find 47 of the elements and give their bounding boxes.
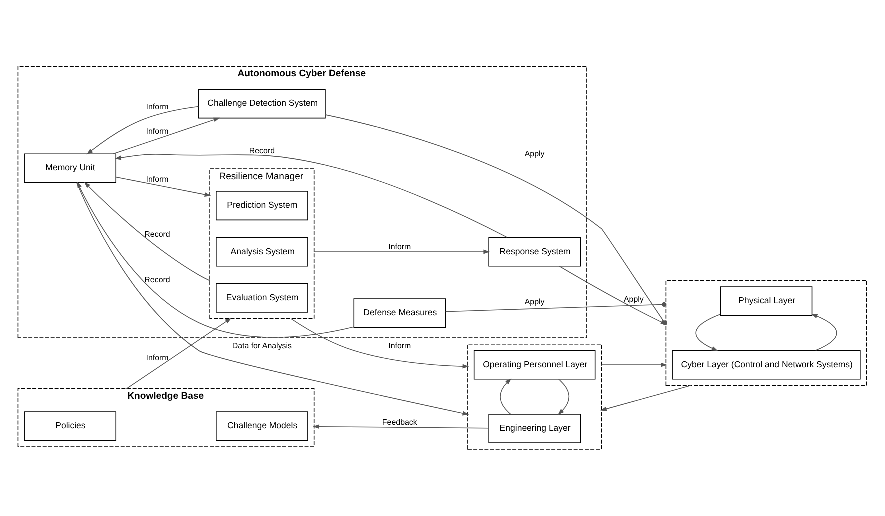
node-box: Analysis System — [216, 237, 308, 267]
arrow — [114, 154, 508, 238]
arrow — [77, 182, 354, 338]
node-box: Prediction System — [216, 191, 308, 221]
arrow — [84, 182, 210, 282]
arrow — [76, 182, 470, 416]
edge-label: Record — [144, 230, 170, 239]
edge-label: Data for Analysis — [232, 341, 292, 350]
node-box: Memory Unit — [24, 154, 117, 184]
arrow — [313, 424, 490, 430]
node-box: Response System — [488, 237, 582, 267]
cluster — [666, 280, 868, 386]
edge-label: Inform — [146, 102, 169, 112]
edge-label: Inform — [146, 127, 169, 136]
arrow — [116, 176, 212, 197]
node-box: Policies — [24, 412, 117, 442]
node-box: Engineering Layer — [488, 414, 582, 444]
arrow — [290, 318, 470, 369]
node-box: Challenge Models — [216, 412, 308, 442]
arrow — [86, 106, 200, 155]
arrow — [500, 378, 512, 415]
arrow — [811, 314, 838, 352]
arrow — [601, 362, 668, 368]
node-box: Operating Personnel Layer — [474, 350, 596, 380]
edge-label: Inform — [388, 242, 412, 252]
node-box: Cyber Layer (Control and Network Systems) — [672, 350, 861, 380]
arrow — [126, 318, 232, 390]
edge-label: Apply — [524, 150, 545, 159]
connector — [445, 302, 667, 312]
node-box: Defense Measures — [354, 298, 446, 328]
arrow — [558, 379, 570, 416]
edge-label: Inform — [146, 174, 169, 184]
arrow — [600, 385, 692, 412]
edge-label: Apply — [624, 295, 644, 304]
arrow — [696, 314, 721, 352]
edge-label: Inform — [388, 341, 412, 350]
edge-label: Record — [249, 146, 276, 156]
arrow — [314, 250, 490, 254]
node-box: Physical Layer — [720, 286, 813, 316]
edge-label: Record — [144, 275, 170, 284]
cluster — [468, 344, 602, 450]
node-box: Evaluation System — [216, 283, 308, 313]
node-box: Challenge Detection System — [198, 89, 326, 119]
edge-label: Feedback — [382, 418, 418, 427]
arrow — [113, 118, 220, 154]
edge-label: Apply — [524, 298, 545, 307]
edge-label: Inform — [146, 353, 169, 362]
